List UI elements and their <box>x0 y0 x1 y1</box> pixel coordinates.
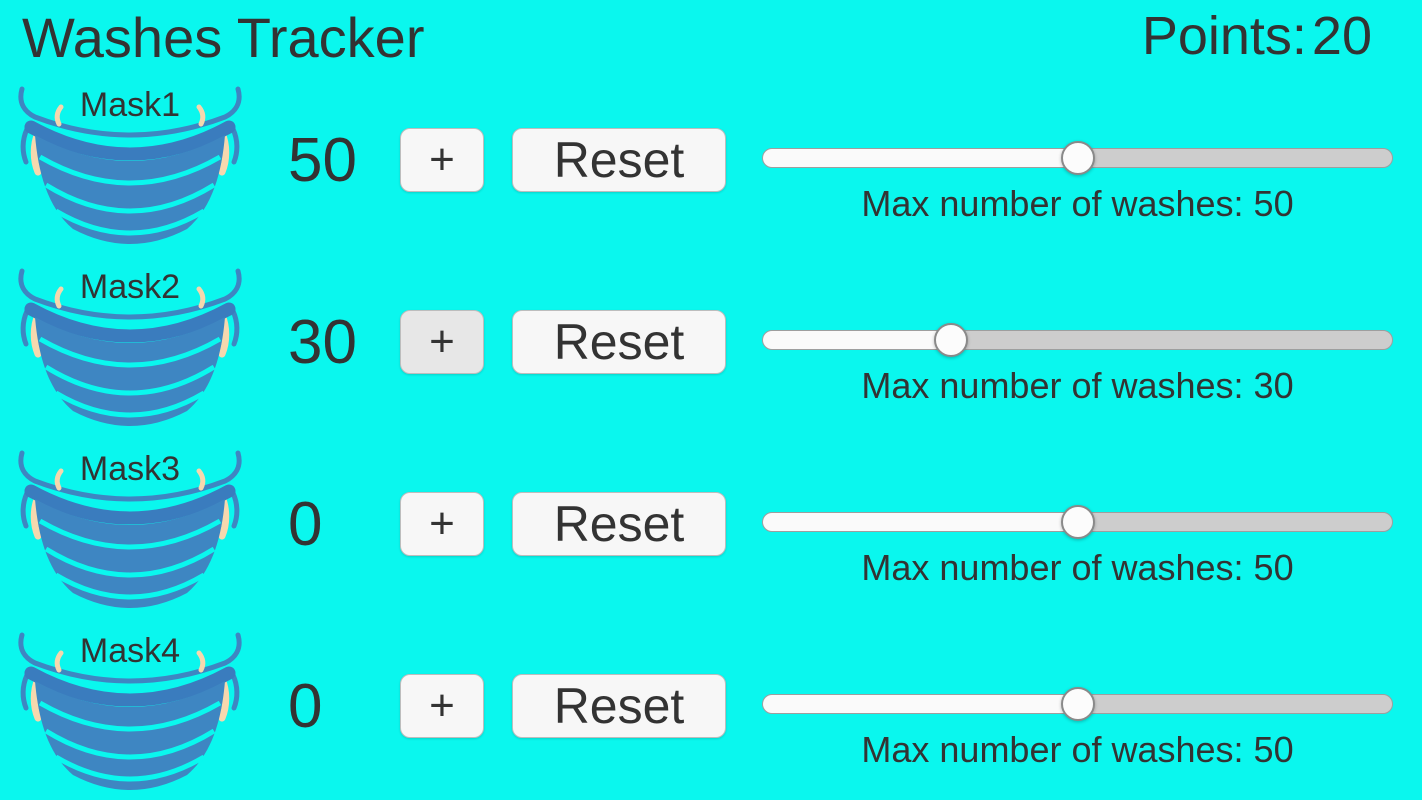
face-mask-icon <box>18 632 242 790</box>
points-display: Points: 20 <box>1142 4 1372 68</box>
slider-thumb[interactable] <box>1060 141 1095 175</box>
reset-button[interactable]: Reset <box>512 128 726 192</box>
increment-button[interactable]: + <box>400 310 484 374</box>
increment-button[interactable]: + <box>400 128 484 192</box>
max-washes-slider[interactable] <box>762 141 1393 175</box>
face-mask-icon <box>18 268 242 426</box>
mask-row: Mask4 0 + Reset Max number of washes: 50 <box>0 626 1422 800</box>
mask-name-label: Mask1 <box>79 86 181 124</box>
slider-fill <box>763 331 952 349</box>
max-washes-slider[interactable] <box>762 687 1393 721</box>
mask-name-label: Mask4 <box>79 632 181 670</box>
mask-icon-wrap: Mask3 <box>15 449 245 614</box>
wash-count: 0 <box>288 490 323 559</box>
mask-row: Mask3 0 + Reset Max number of washes: 50 <box>0 444 1422 626</box>
max-washes-label: Max number of washes: 50 <box>861 547 1294 588</box>
wash-count: 30 <box>288 308 357 377</box>
mask-row: Mask1 50 + Reset Max number of washes: 5… <box>0 80 1422 262</box>
wash-count: 50 <box>288 126 357 195</box>
face-mask-icon <box>18 450 242 608</box>
mask-icon-wrap: Mask2 <box>15 267 245 432</box>
max-washes-slider[interactable] <box>762 323 1393 357</box>
mask-name-label: Mask3 <box>79 450 181 488</box>
max-washes-slider[interactable] <box>762 505 1393 539</box>
points-value: 20 <box>1311 6 1372 66</box>
face-mask-icon <box>18 86 242 244</box>
reset-button[interactable]: Reset <box>512 310 726 374</box>
slider-track <box>762 330 1393 350</box>
slider-fill <box>763 513 1078 531</box>
mask-rows: Mask1 50 + Reset Max number of washes: 5… <box>0 80 1422 800</box>
page-title: Washes Tracker <box>22 6 425 69</box>
slider-thumb[interactable] <box>1060 505 1095 539</box>
max-washes-label: Max number of washes: 50 <box>861 183 1294 224</box>
mask-row: Mask2 30 + Reset Max number of washes: 3… <box>0 262 1422 444</box>
increment-button[interactable]: + <box>400 674 484 738</box>
mask-icon-wrap: Mask4 <box>15 631 245 796</box>
slider-thumb[interactable] <box>1060 687 1095 721</box>
slider-thumb[interactable] <box>934 323 969 357</box>
reset-button[interactable]: Reset <box>512 492 726 556</box>
wash-count: 0 <box>288 672 323 741</box>
increment-button[interactable]: + <box>400 492 484 556</box>
points-label: Points: <box>1141 6 1307 66</box>
max-washes-label: Max number of washes: 50 <box>861 729 1294 770</box>
slider-fill <box>763 149 1078 167</box>
max-washes-label: Max number of washes: 30 <box>861 365 1294 406</box>
reset-button[interactable]: Reset <box>512 674 726 738</box>
mask-icon-wrap: Mask1 <box>15 85 245 250</box>
mask-name-label: Mask2 <box>79 268 181 306</box>
slider-fill <box>763 695 1078 713</box>
